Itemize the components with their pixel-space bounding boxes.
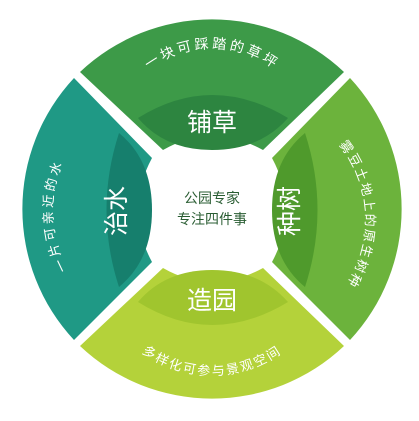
top-inner	[138, 95, 288, 150]
left-keyword: 治水	[102, 186, 131, 236]
left-inner	[106, 133, 152, 287]
right-keyword: 种树	[275, 186, 304, 236]
center-line-1: 公园专家	[184, 190, 240, 207]
bottom-inner	[138, 270, 288, 325]
center-line-2: 专注四件事	[177, 212, 247, 228]
top-keyword: 铺草	[187, 108, 237, 137]
bottom-keyword: 造园	[187, 286, 237, 315]
right-inner	[272, 133, 318, 287]
